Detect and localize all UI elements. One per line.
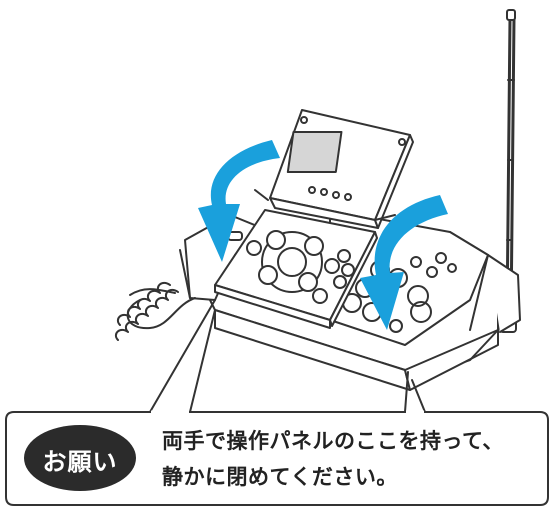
- badge-background: [24, 425, 136, 491]
- instruction-text: 両手で操作パネルのここを持って、 静かに閉めてください。: [162, 423, 542, 495]
- instruction-line-1: 両手で操作パネルのここを持って、: [162, 429, 504, 453]
- callout-box: [5, 411, 549, 506]
- notice-badge: お願い: [42, 448, 118, 476]
- close-arrow-icon: [198, 140, 448, 330]
- instruction-line-2: 静かに閉めてください。: [162, 465, 398, 489]
- fax-machine-icon: [114, 109, 521, 413]
